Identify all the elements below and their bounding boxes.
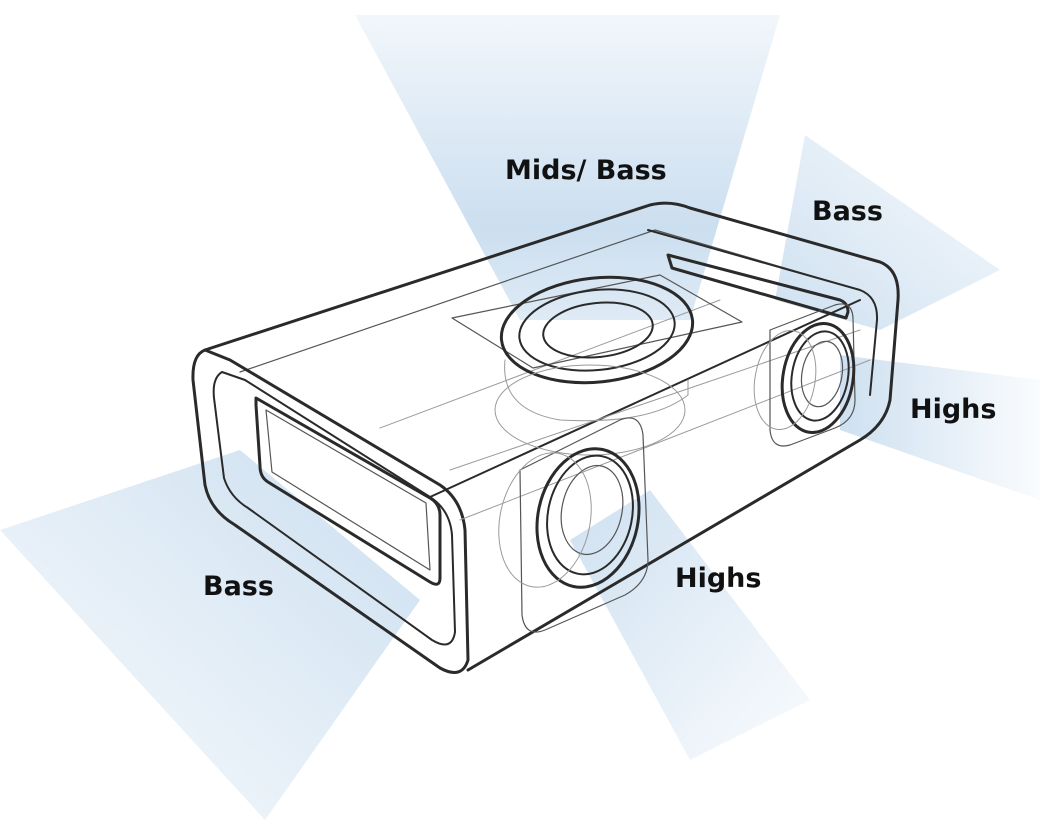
front-tweeter-back xyxy=(498,452,592,588)
label-highs-right: Highs xyxy=(910,394,997,425)
driver-magnet xyxy=(494,364,686,456)
front-tweeter-outer xyxy=(535,447,641,589)
right-tweeter xyxy=(753,303,856,447)
beam-highs-right xyxy=(840,355,1040,500)
label-mids-bass: Mids/ Bass xyxy=(505,155,667,186)
left-end-cap xyxy=(191,348,470,674)
driver-basket xyxy=(504,359,689,422)
driver-surround-inner xyxy=(518,288,676,372)
driver-cone xyxy=(542,301,654,359)
right-tweeter-housing xyxy=(769,303,856,447)
left-end-cap-inner xyxy=(212,371,456,646)
beam-mids-bass-up xyxy=(355,15,780,320)
driver-surround-outer xyxy=(499,275,695,385)
beam-bass-right xyxy=(775,135,1000,330)
front-tweeter-mid xyxy=(546,454,634,576)
front-tweeter-dome xyxy=(560,464,624,556)
front-tweeter-housing xyxy=(519,417,649,633)
front-bottom-edge xyxy=(466,398,892,672)
left-passive-radiator xyxy=(254,396,442,586)
label-bass-left: Bass xyxy=(203,571,274,602)
right-tweeter-mid xyxy=(790,330,850,422)
beam-bass-left xyxy=(0,450,420,820)
right-tweeter-back xyxy=(753,329,817,431)
top-surface xyxy=(203,201,900,352)
beam-highs-front xyxy=(570,490,810,760)
label-highs-front: Highs xyxy=(675,563,762,594)
front-top-edge xyxy=(429,299,861,498)
label-bass-right: Bass xyxy=(812,196,883,227)
mid-bass-driver xyxy=(451,274,743,456)
left-passive-radiator-inner xyxy=(265,409,431,571)
right-tweeter-outer xyxy=(780,321,856,435)
right-tweeter-dome xyxy=(800,340,844,408)
speaker-enclosure xyxy=(191,201,900,674)
right-end-cap xyxy=(888,298,900,402)
front-tweeter xyxy=(498,417,649,633)
right-end-cap-inner xyxy=(647,229,879,396)
